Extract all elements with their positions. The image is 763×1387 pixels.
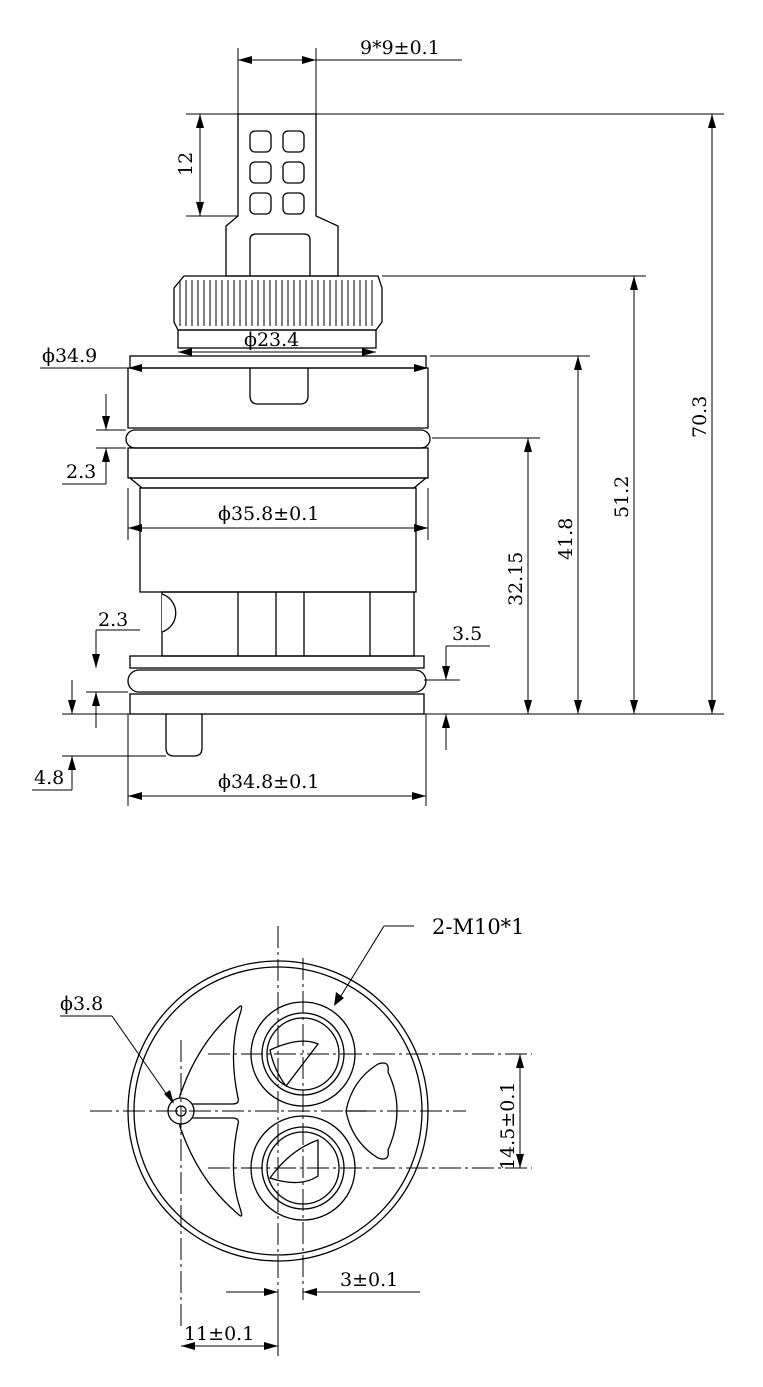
- body-diameter-label: ϕ35.8±0.1: [218, 503, 319, 525]
- total-height-label: 70.3: [689, 396, 711, 438]
- flange-diameter-label: ϕ34.9: [42, 345, 97, 367]
- seat-label: 3.5: [452, 623, 482, 645]
- height-1-label: 32.15: [505, 552, 527, 606]
- notch-label: 2.3: [98, 609, 128, 631]
- side-view: 9*9±0.1 12 ϕ23.4 ϕ34.9 2.3 ϕ35.8±0.1 2.3…: [32, 37, 724, 806]
- pin-hole-label: ϕ3.8: [60, 993, 103, 1015]
- slot-lower-left: [179, 1117, 243, 1217]
- slot-right: [345, 1062, 398, 1160]
- side-dimension-lines: [32, 48, 724, 806]
- stem: [225, 113, 339, 277]
- slot-upper-left: [179, 1005, 243, 1105]
- cartridge-body: [125, 355, 431, 757]
- bottom-view: 2-M10*1 ϕ3.8 14.5±0.1 3±0.1 11±0.1: [60, 915, 532, 1356]
- spline-diameter-label: ϕ23.4: [244, 329, 299, 351]
- port-spacing-label: 14.5±0.1: [497, 1082, 519, 1170]
- stem-height-label: 12: [175, 152, 197, 176]
- base-diameter-label: ϕ34.8±0.1: [218, 771, 319, 793]
- ports-label: 2-M10*1: [432, 915, 525, 939]
- pin-label: 4.8: [34, 767, 64, 789]
- offset-label: 3±0.1: [340, 1269, 398, 1291]
- groove-top-label: 2.3: [66, 461, 96, 483]
- stem-square-label: 9*9±0.1: [360, 37, 440, 59]
- height-2-label: 41.8: [555, 518, 577, 560]
- pin-offset-label: 11±0.1: [184, 1323, 254, 1345]
- height-3-label: 51.2: [611, 476, 633, 518]
- spline-knurl: [173, 275, 383, 349]
